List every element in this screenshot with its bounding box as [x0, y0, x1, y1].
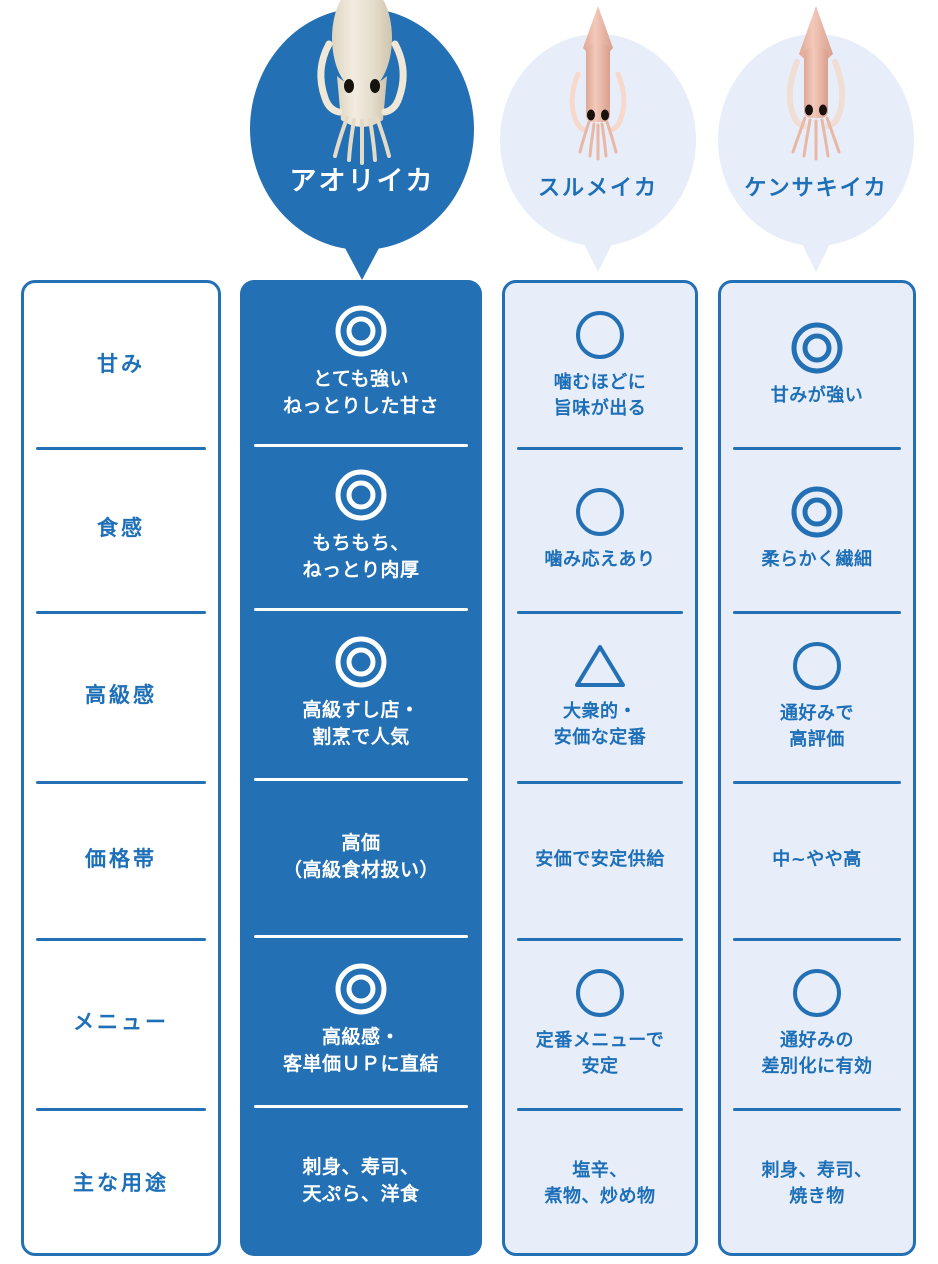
table-column-labels: 甘み 食感 高級感 価格帯 メニュー 主な用途: [21, 280, 221, 1256]
table-cell: 大衆的・ 安価な定番: [505, 611, 695, 781]
cell-text: 柔らかく繊細: [761, 549, 873, 571]
species-label-surumeika: スルメイカ: [537, 176, 658, 201]
cell-text: 中~やや高: [772, 848, 862, 870]
row-label-text: 食感: [97, 516, 145, 541]
cell-text: 噛み応えあり: [544, 549, 656, 571]
cell-text: 刺身、寿司、 焼き物: [761, 1159, 873, 1207]
species-label-aoriika: アオリイカ: [289, 166, 435, 197]
table-column-surumeika[interactable]: 噛むほどに 旨味が出る 噛み応えあり 大衆的・ 安価な定番 安価で安定供給 定番…: [502, 280, 698, 1256]
table-cell: 噛むほどに 旨味が出る: [505, 283, 695, 447]
squid-kensakiika-icon: [779, 4, 853, 184]
double-circle-icon: [790, 485, 844, 539]
cell-text: 高級感・ 客単価ＵＰに直結: [282, 1026, 439, 1075]
table-cell: とても強い ねっとりした甘さ: [240, 280, 482, 444]
table-cell: 噛み応えあり: [505, 447, 695, 611]
cell-text: 高級すし店・ 割烹で人気: [302, 699, 420, 748]
table-row-label: 価格帯: [24, 781, 218, 938]
circle-icon: [790, 966, 844, 1020]
circle-icon: [573, 308, 627, 362]
row-label-text: 主な用途: [73, 1170, 169, 1195]
species-bubble-aoriika[interactable]: アオリイカ: [250, 0, 474, 280]
species-label-kensakiika: ケンサキイカ: [744, 176, 888, 201]
table-cell: 中~やや高: [721, 781, 913, 938]
table-row-label: メニュー: [24, 938, 218, 1108]
cell-text: 噛むほどに 旨味が出る: [553, 372, 647, 419]
table-row-label: 食感: [24, 447, 218, 611]
species-bubble-kensakiika[interactable]: ケンサキイカ: [718, 6, 914, 272]
row-label-text: メニュー: [73, 1010, 169, 1035]
cell-text: 大衆的・ 安価な定番: [553, 701, 647, 748]
table-cell: 柔らかく繊細: [721, 447, 913, 611]
table-column-aoriika[interactable]: とても強い ねっとりした甘さ もちもち、 ねっとり肉厚 高級すし店・ 割烹で人気…: [240, 280, 482, 1256]
cell-text: 安価で安定供給: [535, 848, 665, 870]
squid-surumeika-icon: [561, 4, 635, 184]
species-bubble-row: アオリイカ: [0, 0, 938, 280]
cell-text: もちもち、 ねっとり肉厚: [302, 532, 420, 581]
cell-text: とても強い ねっとりした甘さ: [282, 368, 439, 417]
bubble-tail: [345, 248, 379, 280]
squid-aoriika-icon: [307, 0, 417, 180]
table-cell: 高級感・ 客単価ＵＰに直結: [240, 935, 482, 1105]
row-label-text: 高級感: [85, 683, 157, 708]
table-cell: 通好みで 高評価: [721, 611, 913, 781]
bubble-tail: [584, 244, 612, 272]
table-column-kensakiika[interactable]: 甘みが強い 柔らかく繊細 通好みで 高評価 中~やや高 通好みの 差別化に有効 …: [718, 280, 916, 1256]
circle-icon: [573, 966, 627, 1020]
cell-text: 高価 （高級食材扱い）: [282, 831, 439, 881]
double-circle-icon: [334, 468, 388, 522]
double-circle-icon: [790, 321, 844, 375]
table-row-label: 主な用途: [24, 1108, 218, 1259]
table-cell: 定番メニューで 安定: [505, 938, 695, 1108]
table-cell: 塩辛、 煮物、炒め物: [505, 1108, 695, 1259]
table-cell: 刺身、寿司、 天ぷら、洋食: [240, 1105, 482, 1256]
cell-text: 定番メニューで 安定: [535, 1030, 665, 1077]
table-cell: 刺身、寿司、 焼き物: [721, 1108, 913, 1259]
table-row-label: 高級感: [24, 611, 218, 781]
table-cell: 高級すし店・ 割烹で人気: [240, 608, 482, 778]
species-bubble-surumeika[interactable]: スルメイカ: [500, 6, 696, 272]
circle-icon: [573, 485, 627, 539]
table-cell: もちもち、 ねっとり肉厚: [240, 444, 482, 608]
table-row-label: 甘み: [24, 283, 218, 447]
triangle-icon: [573, 641, 627, 691]
cell-text: 刺身、寿司、 天ぷら、洋食: [302, 1155, 420, 1205]
cell-text: 通好みで 高評価: [780, 703, 854, 750]
cell-text: 甘みが強い: [770, 385, 864, 407]
double-circle-icon: [334, 304, 388, 358]
bubble-tail: [802, 244, 830, 272]
row-label-text: 甘み: [97, 352, 145, 377]
cell-text: 塩辛、 煮物、炒め物: [544, 1159, 656, 1207]
double-circle-icon: [334, 635, 388, 689]
table-cell: 甘みが強い: [721, 283, 913, 447]
row-label-text: 価格帯: [85, 846, 157, 871]
cell-text: 通好みの 差別化に有効: [761, 1030, 873, 1077]
double-circle-icon: [334, 962, 388, 1016]
comparison-table: 甘み 食感 高級感 価格帯 メニュー 主な用途 とても強い ねっとりした甘さ も…: [0, 280, 938, 1258]
table-cell: 通好みの 差別化に有効: [721, 938, 913, 1108]
table-cell: 安価で安定供給: [505, 781, 695, 938]
table-cell: 高価 （高級食材扱い）: [240, 778, 482, 935]
circle-icon: [790, 639, 844, 693]
